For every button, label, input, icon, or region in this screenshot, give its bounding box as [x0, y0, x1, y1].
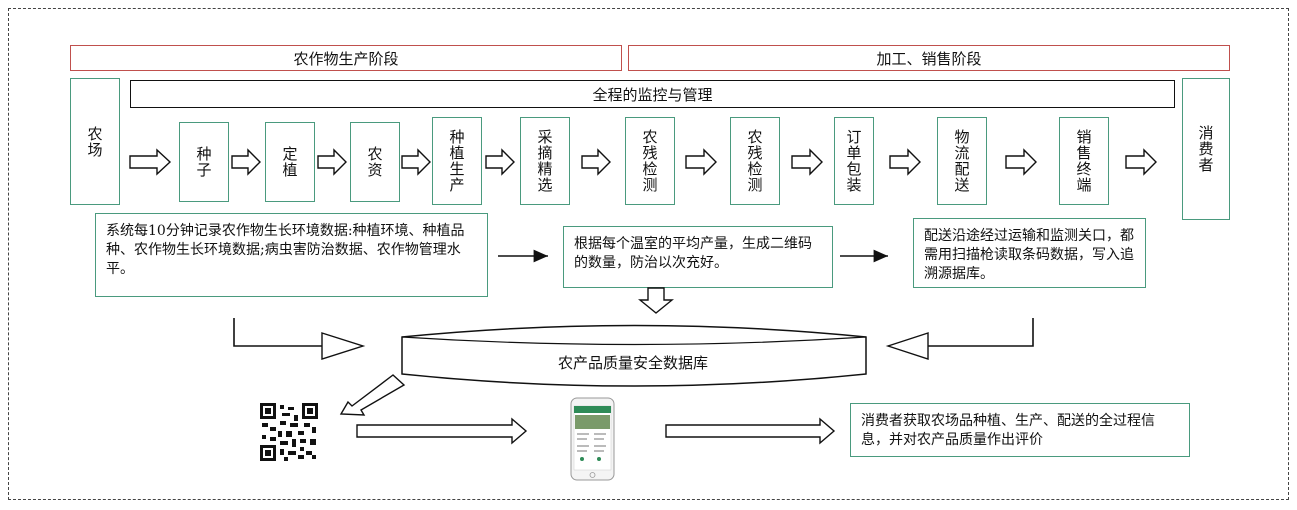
smartphone-icon	[570, 397, 615, 481]
arrow-packaging-logistics	[889, 148, 921, 176]
database-cylinder	[401, 324, 867, 387]
phase-processing-sales: 加工、销售阶段	[628, 45, 1230, 71]
info-delivery: 配送沿途经过运输和监测关口，都需用扫描枪读取条码数据，写入追溯源据库。	[913, 218, 1146, 288]
monitoring-bar: 全程的监控与管理	[130, 80, 1175, 108]
arrow-phone-to-consumer	[665, 417, 836, 445]
arrow-input-growing	[401, 148, 431, 176]
node-planting: 定植	[265, 122, 315, 202]
info-consumer: 消费者获取农场品种植、生产、配送的全过程信息，并对农产品质量作出评价	[850, 403, 1190, 457]
arrow-left-head	[321, 332, 366, 360]
node-residue-check-1: 农残检测	[625, 117, 675, 205]
arrow-logistics-terminal	[1005, 148, 1037, 176]
node-farm: 农场	[70, 78, 120, 205]
qr-code-icon	[260, 403, 318, 461]
node-residue-check-2: 农残检测	[730, 117, 780, 205]
arrow-terminal-consumer	[1125, 148, 1157, 176]
phase-production: 农作物生产阶段	[70, 45, 622, 71]
arrow-growing-picking	[485, 148, 515, 176]
node-order-packaging: 订单包装	[834, 117, 874, 205]
arrow-qr-to-phone	[356, 417, 528, 445]
node-growing: 种植生产	[432, 117, 482, 205]
arrow-db-to-qr	[339, 374, 406, 416]
arrow-right-elbow	[928, 318, 1034, 347]
arrow-farm-seed	[129, 148, 172, 176]
node-seed: 种子	[179, 122, 229, 202]
arrow-check2-packaging	[791, 148, 823, 176]
info-recording: 系统每10分钟记录农作物生长环境数据:种植环境、种植品种、农作物生长环境数据;病…	[95, 213, 488, 297]
node-sales-terminal: 销售终端	[1059, 117, 1109, 205]
arrow-right-head	[885, 332, 929, 360]
database-label: 农产品质量安全数据库	[557, 354, 708, 372]
arrow-planting-input	[317, 148, 347, 176]
node-logistics: 物流配送	[937, 117, 987, 205]
arrow-qr-down-db	[638, 287, 674, 314]
node-agri-input: 农资	[350, 122, 400, 202]
diagram-frame	[8, 8, 1289, 500]
chain-arrows	[129, 148, 1157, 176]
node-consumer: 消费者	[1182, 78, 1230, 220]
info-qr-generation: 根据每个温室的平均产量，生成二维码的数量，防治以次充好。	[563, 226, 833, 288]
arrow-check1-check2	[685, 148, 717, 176]
node-picking: 采摘精选	[520, 117, 570, 205]
arrow-picking-check1	[581, 148, 611, 176]
arrow-seed-planting	[231, 148, 261, 176]
arrow-left-elbow	[233, 318, 322, 347]
